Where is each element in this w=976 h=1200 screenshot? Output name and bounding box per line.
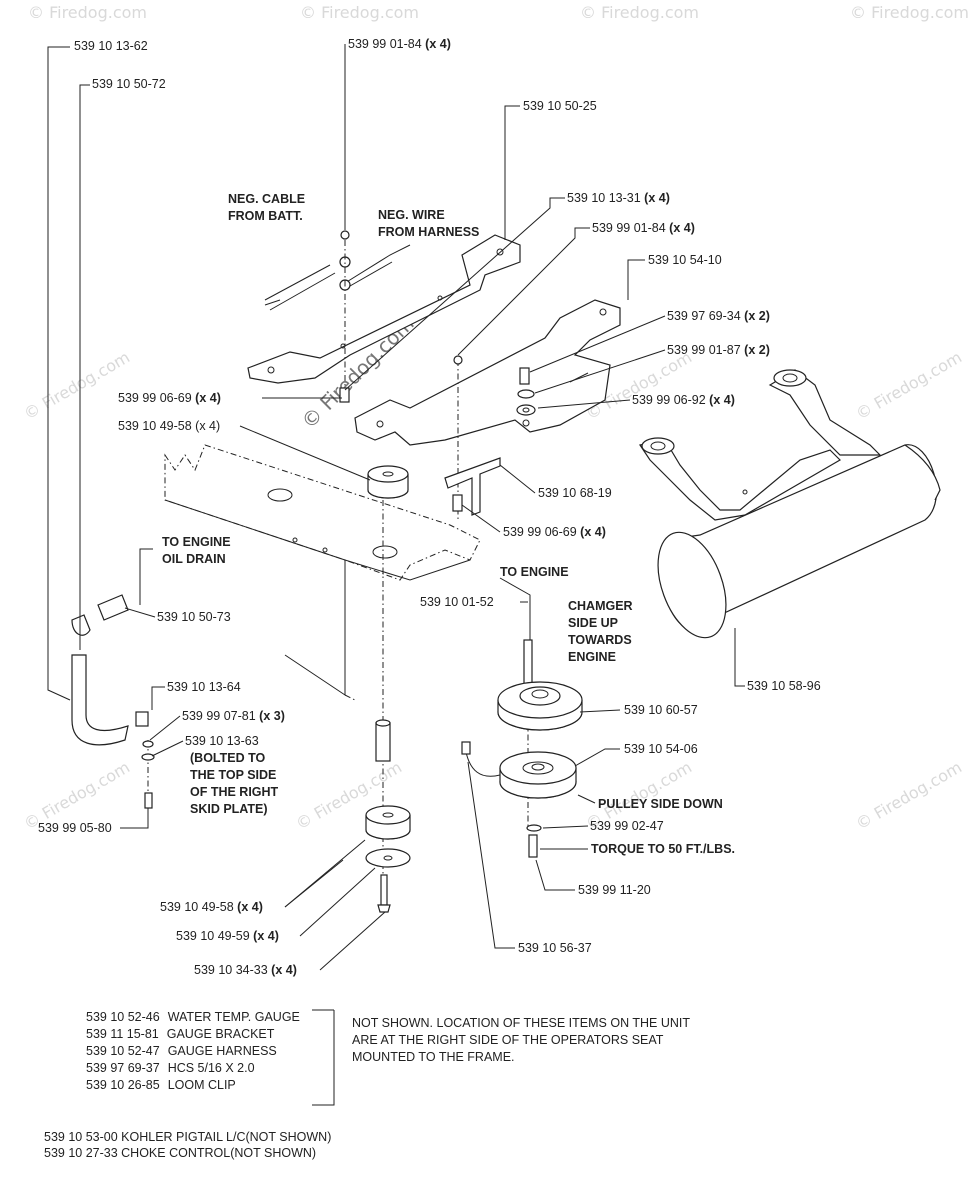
engine-bracket [354, 299, 621, 446]
watermark-text: © Firedog.com [580, 3, 699, 22]
not-shown-note-line: ARE AT THE RIGHT SIDE OF THE OPERATORS S… [352, 1033, 664, 1047]
callout-c25: 539 99 11-20 [578, 883, 651, 897]
callout-c29: 539 10 34-33 (x 4) [194, 963, 297, 977]
callout-c1: 539 10 13-62 [74, 39, 148, 53]
callout-c15: 539 10 50-73 [157, 610, 231, 624]
callout-c12: 539 10 49-58 (x 4) [118, 419, 220, 433]
watermark-text: © Firedog.com [853, 758, 966, 834]
callout-c10: 539 99 06-92 (x 4) [632, 393, 735, 407]
callout-c26: 539 10 49-58 (x 4) [160, 900, 263, 914]
muffler [639, 369, 941, 639]
footer-item: 539 10 27-33 CHOKE CONTROL(NOT SHOWN) [44, 1146, 316, 1160]
callout-c6: 539 99 01-84 (x 4) [592, 221, 695, 235]
callout-c16: 539 10 01-52 [420, 595, 494, 609]
note-bolted-2: THE TOP SIDE [190, 768, 276, 782]
note-to-engine: TO ENGINE [500, 565, 569, 579]
callout-c20: 539 10 13-63 [185, 734, 259, 748]
note-neg-cable-2: FROM BATT. [228, 209, 303, 223]
watermark-text: © Firedog.com [21, 348, 134, 424]
frame-skid-plate [164, 444, 481, 701]
footer-item: 539 10 53-00 KOHLER PIGTAIL L/C(NOT SHOW… [44, 1130, 331, 1144]
drain-hose [71, 594, 155, 809]
note-changer-2: SIDE UP [568, 616, 618, 630]
note-oil-drain-1: TO ENGINE [162, 535, 231, 549]
rail-stub [264, 299, 281, 306]
callout-c23: 539 99 05-80 [38, 821, 112, 835]
tie-bar [247, 234, 521, 384]
callout-c9: 539 99 01-87 (x 2) [667, 343, 770, 357]
instruction-notes: NEG. CABLE FROM BATT. NEG. WIRE FROM HAR… [162, 192, 735, 856]
callout-c19: 539 99 07-81 (x 3) [182, 709, 285, 723]
note-changer-4: ENGINE [568, 650, 616, 664]
note-neg-wire-2: FROM HARNESS [378, 225, 479, 239]
watermark-text: © Firedog.com [28, 3, 147, 22]
callout-c11: 539 99 06-69 (x 4) [118, 391, 221, 405]
part-callouts: 539 10 13-62 539 10 50-72 539 99 01-84 (… [38, 37, 821, 977]
callout-c5: 539 10 13-31 (x 4) [567, 191, 670, 205]
callout-c2: 539 10 50-72 [92, 77, 166, 91]
watermark-text: © Firedog.com [300, 3, 419, 22]
watermark-text: © Firedog.com [850, 3, 969, 22]
callout-c3: 539 99 01-84 (x 4) [348, 37, 451, 51]
not-shown-note-line: MOUNTED TO THE FRAME. [352, 1050, 515, 1064]
not-shown-note-line: NOT SHOWN. LOCATION OF THESE ITEMS ON TH… [352, 1016, 690, 1030]
callout-c18: 539 10 13-64 [167, 680, 241, 694]
note-changer-1: CHAMGER [568, 599, 633, 613]
note-bolted-1: (BOLTED TO [190, 751, 266, 765]
callout-c24: 539 99 02-47 [590, 819, 664, 833]
callout-c8: 539 97 69-34 (x 2) [667, 309, 770, 323]
callout-c4: 539 10 50-25 [523, 99, 597, 113]
callout-c28: 539 10 56-37 [518, 941, 592, 955]
note-oil-drain-2: OIL DRAIN [162, 552, 226, 566]
callout-c27: 539 10 49-59 (x 4) [176, 929, 279, 943]
callout-c21: 539 10 60-57 [624, 703, 698, 717]
pulley [497, 639, 583, 731]
exploded-view-drawing [71, 230, 941, 913]
callout-c14: 539 99 06-69 (x 4) [503, 525, 606, 539]
watermark-text: © Firedog.com [853, 348, 966, 424]
isolator-mounts [365, 465, 411, 913]
callout-c17: 539 10 58-96 [747, 679, 821, 693]
callout-c22: 539 10 54-06 [624, 742, 698, 756]
battery-cables [264, 230, 411, 311]
note-changer-3: TOWARDS [568, 633, 632, 647]
note-pulley-side: PULLEY SIDE DOWN [598, 797, 723, 811]
fasteners [339, 355, 536, 516]
note-neg-cable-1: NEG. CABLE [228, 192, 305, 206]
leader-lines [47, 44, 745, 1106]
note-torque: TORQUE TO 50 FT./LBS. [591, 842, 735, 856]
callout-c7: 539 10 54-10 [648, 253, 722, 267]
note-neg-wire-1: NEG. WIRE [378, 208, 445, 222]
callout-c13: 539 10 68-19 [538, 486, 612, 500]
note-bolted-4: SKID PLATE) [190, 802, 268, 816]
electric-clutch [461, 741, 577, 858]
note-bolted-3: OF THE RIGHT [190, 785, 279, 799]
